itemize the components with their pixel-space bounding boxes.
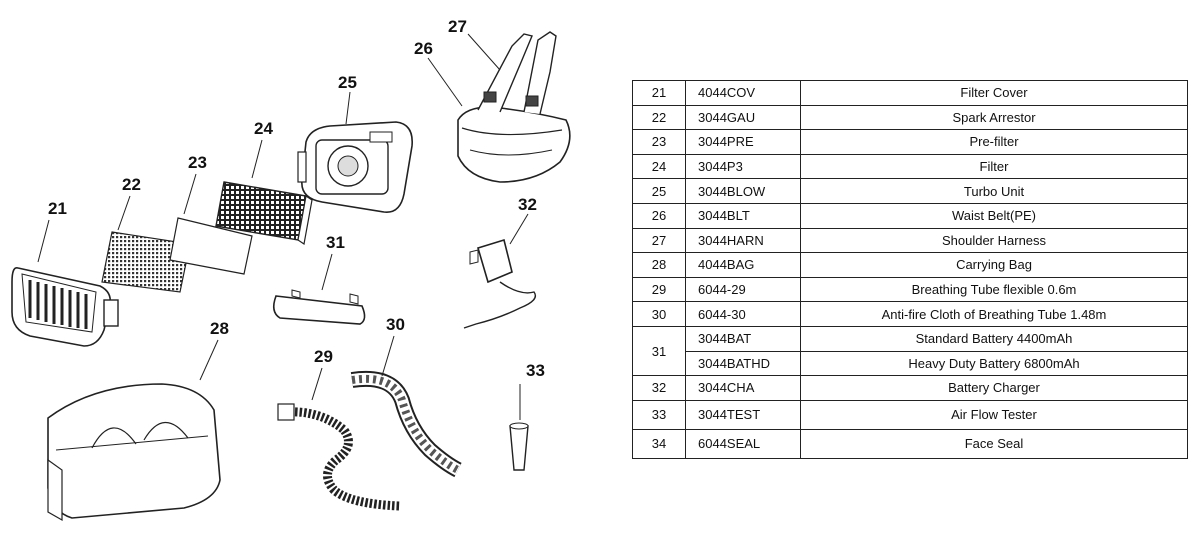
part-code: 3044HARN: [685, 227, 801, 254]
part-description: Pre-filter: [800, 129, 1188, 155]
part-30-anti-fire-tube: [350, 335, 462, 478]
part-32-battery-charger: [463, 213, 537, 329]
part-number: 30: [632, 301, 686, 327]
part-code: 4044COV: [685, 80, 801, 106]
table-row: 3044BATHD Heavy Duty Battery 6800mAh: [633, 350, 1188, 377]
callout-27: 27: [448, 17, 467, 36]
callout-30: 30: [386, 315, 405, 334]
part-code: 6044-30: [685, 301, 801, 327]
part-description: Heavy Duty Battery 6800mAh: [800, 350, 1188, 377]
table-row: 33 3044TEST Air Flow Tester: [632, 399, 1188, 430]
part-29-breathing-tube: [277, 367, 401, 511]
table-row: 28 4044BAG Carrying Bag: [632, 252, 1188, 278]
part-code: 3044PRE: [685, 129, 801, 155]
table-row: 32 3044CHA Battery Charger: [632, 375, 1188, 401]
part-23-pre-filter: [169, 173, 253, 275]
table-row: 23 3044PRE Pre-filter: [632, 129, 1188, 155]
part-description: Carrying Bag: [800, 252, 1188, 278]
table-row: 31 3044BAT Standard Battery 4400mAh: [632, 325, 1188, 377]
part-code: 3044BAT: [685, 325, 801, 352]
part-code: 3044BLT: [685, 202, 801, 229]
part-33-air-flow-tester: [509, 384, 529, 471]
part-description: Breathing Tube flexible 0.6m: [800, 276, 1188, 303]
table-row: 29 6044-29 Breathing Tube flexible 0.6m: [632, 276, 1188, 303]
callout-25: 25: [338, 73, 357, 92]
part-number: 28: [632, 252, 686, 278]
part-number: 23: [632, 129, 686, 155]
part-description: Shoulder Harness: [800, 227, 1188, 254]
part-28-carrying-bag: [47, 339, 221, 522]
table-row: 30 6044-30 Anti-fire Cloth of Breathing …: [632, 301, 1188, 327]
callout-22: 22: [122, 175, 141, 194]
part-number: 22: [632, 104, 686, 131]
part-25-turbo-unit: [297, 91, 413, 213]
part-description: Battery Charger: [800, 375, 1188, 401]
table-row: 25 3044BLOW Turbo Unit: [632, 178, 1188, 204]
table-row: 24 3044P3 Filter: [632, 153, 1188, 180]
part-code: 3044CHA: [685, 375, 801, 401]
part-number: 33: [632, 399, 686, 430]
part-number: 25: [632, 178, 686, 204]
part-21-filter-cover: [11, 219, 119, 347]
part-number: 26: [632, 202, 686, 229]
part-description: Spark Arrestor: [800, 104, 1188, 131]
part-description: Anti-fire Cloth of Breathing Tube 1.48m: [800, 301, 1188, 327]
part-description: Air Flow Tester: [800, 399, 1188, 430]
part-code: 3044BLOW: [685, 178, 801, 204]
callout-26: 26: [414, 39, 433, 58]
table-row: 27 3044HARN Shoulder Harness: [632, 227, 1188, 254]
part-number: 34: [632, 428, 686, 459]
callout-33: 33: [526, 361, 545, 380]
callout-21: 21: [48, 199, 67, 218]
callout-32: 32: [518, 195, 537, 214]
table-row: 34 6044SEAL Face Seal: [632, 428, 1188, 459]
callout-29: 29: [314, 347, 333, 366]
part-description: Waist Belt(PE): [800, 202, 1188, 229]
part-number: 27: [632, 227, 686, 254]
part-code: 3044TEST: [685, 399, 801, 430]
table-row: 22 3044GAU Spark Arrestor: [632, 104, 1188, 131]
table-row: 26 3044BLT Waist Belt(PE): [632, 202, 1188, 229]
part-description: Standard Battery 4400mAh: [800, 325, 1188, 352]
part-26-27-harness-and-belt: [427, 31, 571, 183]
part-code: 3044P3: [685, 153, 801, 180]
exploded-parts-diagram: 21 22 23 24 25 26 27 28 29 30 31 32 33: [11, 17, 571, 522]
part-number: 32: [632, 375, 686, 401]
callout-28: 28: [210, 319, 229, 338]
part-22-spark-arrestor: [101, 195, 191, 293]
part-description: Turbo Unit: [800, 178, 1188, 204]
part-description: Face Seal: [800, 428, 1188, 459]
part-number: 21: [632, 80, 686, 106]
callout-31: 31: [326, 233, 345, 252]
parts-table: 21 4044COV Filter Cover 22 3044GAU Spark…: [632, 80, 1188, 459]
part-code: 6044-29: [685, 276, 801, 303]
part-description: Filter: [800, 153, 1188, 180]
part-number: 24: [632, 153, 686, 180]
part-code: 3044GAU: [685, 104, 801, 131]
part-number: 29: [632, 276, 686, 303]
callout-24: 24: [254, 119, 273, 138]
part-code: 4044BAG: [685, 252, 801, 278]
part-code: 6044SEAL: [685, 428, 801, 459]
callout-23: 23: [188, 153, 207, 172]
part-24-filter: [215, 139, 313, 246]
part-number: 31: [632, 325, 686, 377]
part-code: 3044BATHD: [685, 350, 801, 377]
part-31-battery: [272, 253, 366, 325]
table-row: 21 4044COV Filter Cover: [632, 80, 1188, 106]
part-description: Filter Cover: [800, 80, 1188, 106]
